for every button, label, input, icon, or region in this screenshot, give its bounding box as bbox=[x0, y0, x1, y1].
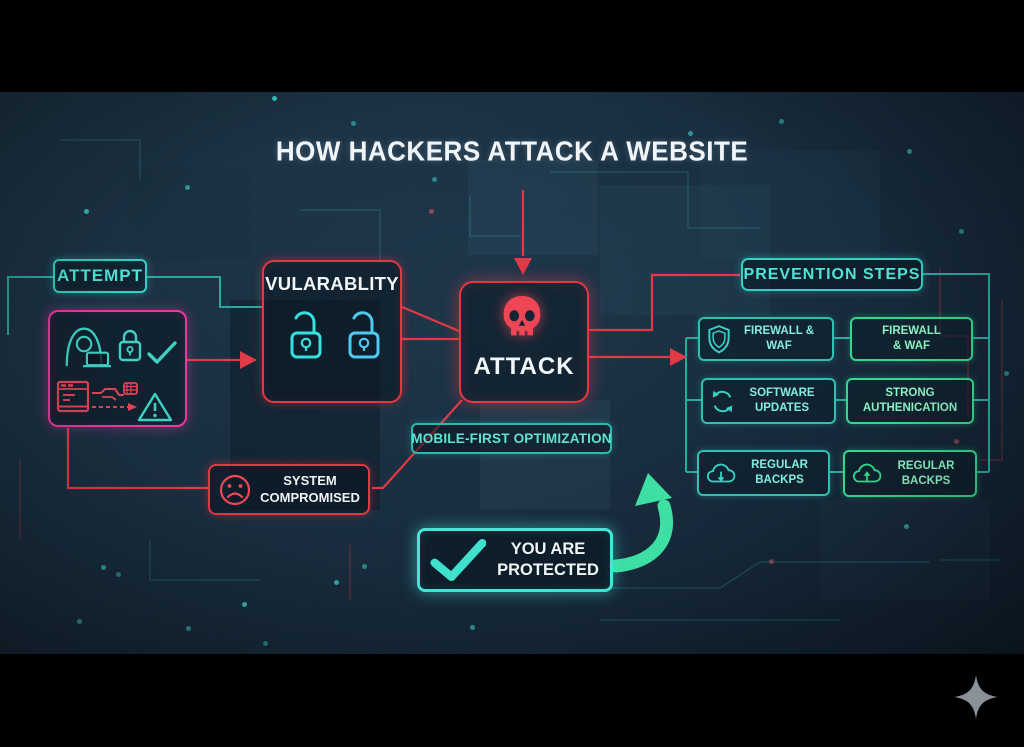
you-are-protected-box: YOU ARE PROTECTED bbox=[417, 528, 613, 592]
hacker-icon bbox=[65, 327, 111, 368]
warning-icon bbox=[137, 392, 173, 422]
cloud-download-icon bbox=[707, 463, 736, 482]
system-compromised-line1: SYSTEM bbox=[260, 473, 360, 489]
system-compromised-box: SYSTEM COMPROMISED bbox=[208, 464, 370, 515]
lock-icon bbox=[118, 329, 142, 362]
cloud-upload-icon bbox=[853, 463, 882, 483]
protected-line2: PROTECTED bbox=[496, 560, 600, 581]
vulnerability-box: VULARABLITY bbox=[262, 260, 402, 403]
background-block bbox=[480, 400, 610, 510]
regular-backups-line2: BACKPS bbox=[737, 473, 822, 488]
regular-backups-line1: REGULAR bbox=[737, 458, 822, 473]
regular-backups-box: REGULAR BACKPS bbox=[697, 450, 830, 496]
software-updates-box: SOFTWARE UPDATES bbox=[701, 378, 836, 424]
background-block bbox=[468, 160, 598, 255]
firewall-waf2-line2: & WAF bbox=[858, 339, 965, 354]
strong-authentication-box: STRONG AUTHENICATION bbox=[846, 378, 974, 424]
page-title: HOW HACKERS ATTACK A WEBSITE bbox=[0, 135, 1024, 168]
software-updates-line2: UPDATES bbox=[736, 401, 828, 416]
attack-label: ATTACK bbox=[461, 353, 587, 381]
shield-icon bbox=[708, 325, 730, 354]
mobile-first-box: MOBILE-FIRST OPTIMIZATION bbox=[411, 423, 612, 454]
sparkle-icon bbox=[954, 675, 998, 719]
background-block bbox=[130, 170, 250, 260]
prevention-steps-label: PREVENTION STEPS bbox=[744, 266, 921, 284]
firewall-waf2-line1: FIREWALL bbox=[858, 324, 965, 339]
protected-line1: YOU ARE bbox=[496, 539, 600, 560]
system-compromised-line2: COMPROMISED bbox=[260, 490, 360, 506]
vignette-overlay bbox=[0, 92, 1024, 654]
mobile-first-label: MOBILE-FIRST OPTIMIZATION bbox=[411, 431, 611, 446]
attempt-label: ATTEMPT bbox=[57, 266, 143, 286]
terminal-icon bbox=[56, 380, 90, 413]
firewall-waf-line2: WAF bbox=[732, 339, 826, 354]
strong-auth-line1: STRONG bbox=[854, 386, 966, 401]
open-lock-icon bbox=[290, 311, 322, 359]
firewall-waf-line1: FIREWALL & bbox=[732, 324, 826, 339]
bottom-letterbox-bar bbox=[0, 654, 1024, 747]
attempt-box: ATTEMPT bbox=[53, 259, 147, 293]
check-icon bbox=[147, 341, 177, 364]
skull-icon bbox=[503, 296, 541, 336]
sad-face-icon bbox=[219, 474, 251, 505]
check-icon bbox=[430, 539, 486, 581]
open-lock-icon bbox=[348, 311, 380, 359]
top-letterbox-bar bbox=[0, 0, 1024, 92]
firewall-waf-box-2: FIREWALL & WAF bbox=[850, 317, 973, 361]
regular-backups2-line1: REGULAR bbox=[883, 459, 969, 474]
background-block bbox=[700, 150, 880, 260]
prevention-steps-box: PREVENTION STEPS bbox=[741, 258, 923, 291]
regular-backups2-line2: BACKPS bbox=[883, 474, 969, 489]
strong-auth-line2: AUTHENICATION bbox=[854, 401, 966, 416]
exploit-arrow-icon bbox=[92, 382, 138, 411]
software-updates-line1: SOFTWARE bbox=[736, 386, 828, 401]
firewall-waf-box: FIREWALL & WAF bbox=[698, 317, 834, 361]
refresh-icon bbox=[712, 390, 733, 412]
regular-backups-box-2: REGULAR BACKPS bbox=[843, 450, 977, 497]
vulnerability-label: VULARABLITY bbox=[264, 273, 400, 295]
background-block bbox=[820, 500, 990, 600]
